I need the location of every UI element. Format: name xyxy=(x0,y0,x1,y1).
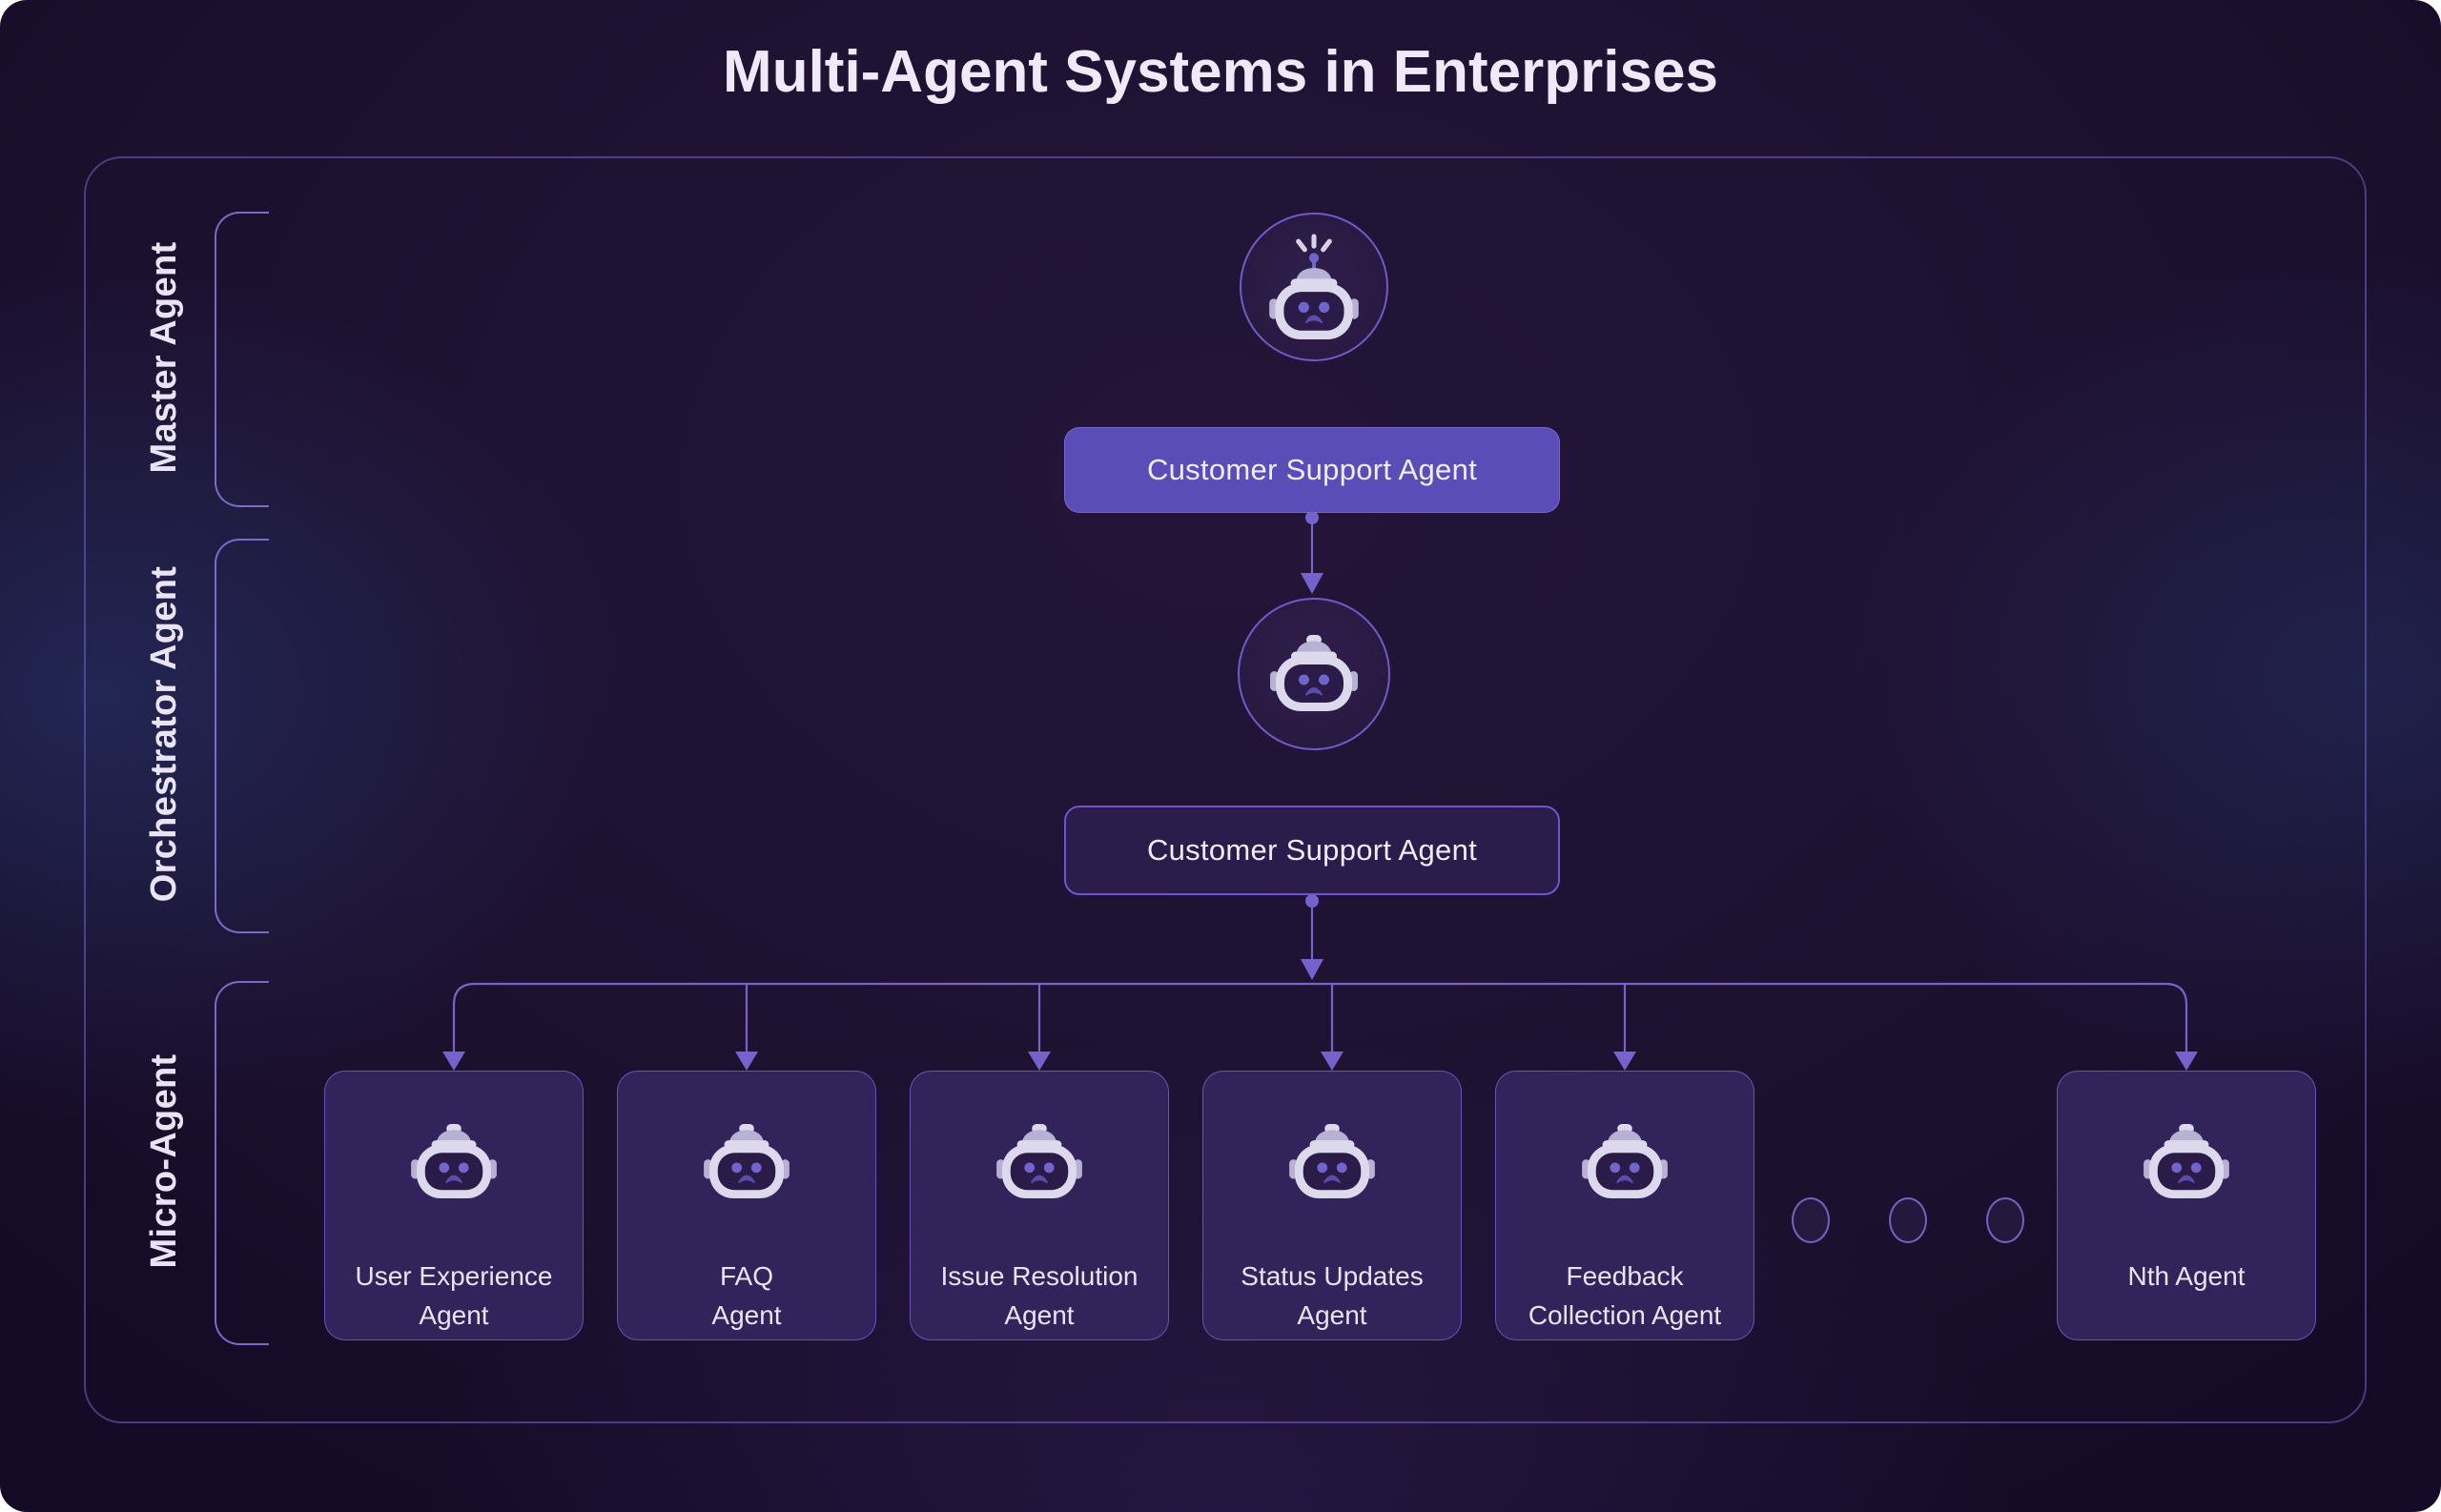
robot-icon xyxy=(995,1125,1084,1199)
orchestrator-agent-box: Customer Support Agent xyxy=(1064,806,1560,895)
agent-card-label: Nth Agent xyxy=(2127,1261,2246,1291)
robot-icon xyxy=(702,1125,791,1199)
agent-card-nth: Nth Agent xyxy=(2057,1071,2316,1340)
orchestrator-agent-box-label: Customer Support Agent xyxy=(1146,833,1478,867)
orchestrator-tier-bracket xyxy=(215,539,269,933)
robot-icon xyxy=(1287,1125,1377,1199)
robot-icon xyxy=(1268,635,1360,713)
master-agent-box-label: Customer Support Agent xyxy=(1146,453,1478,486)
tier-label-orchestrator: Orchestrator Agent xyxy=(143,565,184,903)
master-tier-bracket xyxy=(215,212,269,507)
ellipsis-dot xyxy=(1889,1197,1927,1243)
master-agent-avatar xyxy=(1240,213,1388,361)
robot-icon xyxy=(409,1125,499,1199)
diagram-frame xyxy=(84,156,2367,1423)
page-title: Multi-Agent Systems in Enterprises xyxy=(723,39,1718,105)
ellipsis-dot xyxy=(1792,1197,1830,1243)
orchestrator-agent-avatar xyxy=(1238,598,1390,750)
master-agent-box: Customer Support Agent xyxy=(1064,427,1560,513)
tier-label-micro: Micro-Agent xyxy=(143,1053,184,1269)
micro-tier-bracket xyxy=(215,981,269,1345)
robot-icon xyxy=(2142,1125,2231,1199)
robot-icon xyxy=(1580,1125,1670,1199)
ellipsis-dot xyxy=(1986,1197,2024,1243)
tier-label-master: Master Agent xyxy=(143,241,184,474)
robot-antenna-icon xyxy=(1267,233,1361,341)
